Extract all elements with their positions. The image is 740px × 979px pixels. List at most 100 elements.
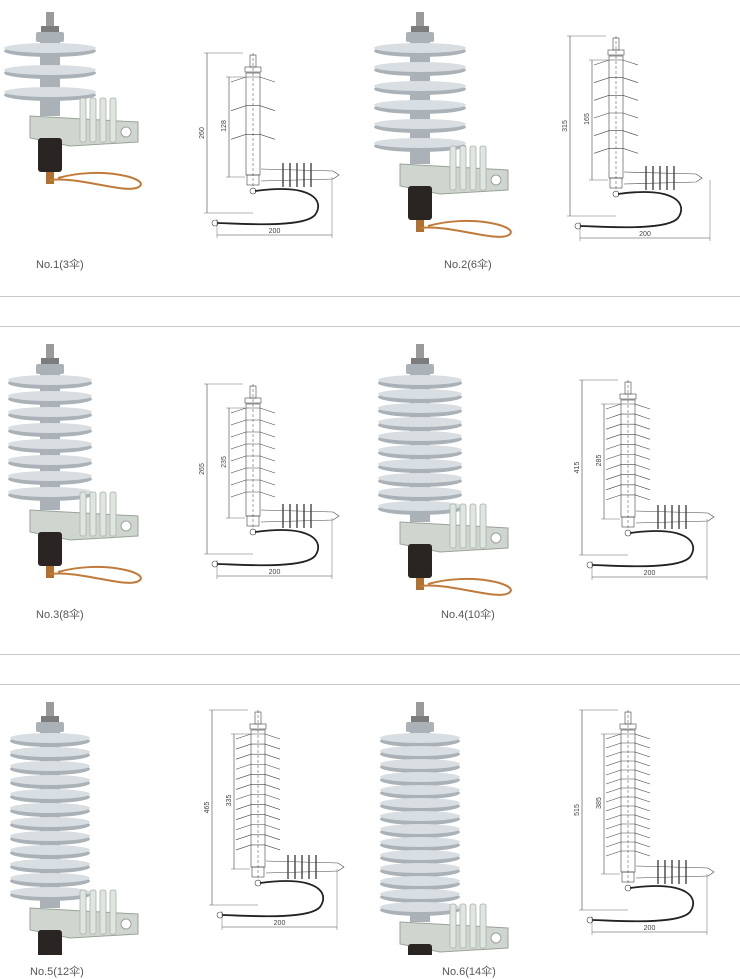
shed: [378, 431, 462, 441]
terminal-nut-outline: [249, 723, 267, 730]
terminal-nut: [411, 716, 429, 722]
shed-outline: [605, 751, 651, 758]
shed-outline: [605, 823, 651, 830]
top-cap: [406, 364, 434, 374]
shed: [378, 501, 462, 511]
shed: [380, 811, 460, 821]
shed: [8, 391, 92, 401]
base-disconnector: [408, 944, 432, 955]
ground-terminal: [46, 566, 54, 578]
product-cell: 515 385 200 No.6(14伞): [370, 690, 740, 979]
arrester-photo: [380, 702, 509, 955]
dimension-label-inner: 335: [226, 795, 233, 807]
wire-lug-outline: [574, 222, 582, 230]
shed-outline: [593, 130, 639, 136]
shed: [374, 62, 466, 72]
shed: [378, 389, 462, 399]
bracket-outline: [635, 510, 715, 524]
shed-outline: [230, 134, 276, 140]
shed-outline: [230, 419, 276, 426]
dimension-label-inner: 165: [584, 113, 591, 125]
shed-outline: [235, 733, 281, 740]
bracket-fin: [99, 889, 107, 935]
bracket-outline: [265, 860, 345, 874]
shed-outline: [235, 763, 281, 770]
shed-outline: [605, 805, 651, 812]
shed: [378, 403, 462, 413]
shed-outline: [605, 474, 651, 480]
shed-outline: [235, 824, 281, 831]
shed: [8, 407, 92, 417]
product-caption: No.6(14伞): [442, 966, 496, 978]
dimension-label-total: 465: [204, 802, 211, 814]
ground-wire-drawing: [216, 188, 320, 226]
top-cap: [406, 722, 434, 732]
product-caption: No.4(10伞): [441, 609, 495, 621]
shed: [10, 845, 90, 855]
dimension-label-inner: 235: [221, 456, 228, 468]
bracket-hole: [120, 126, 132, 138]
row-divider: [0, 296, 740, 297]
ground-wire-drawing: [591, 530, 695, 568]
dimension-label-total: 515: [574, 804, 581, 816]
shed-outline: [230, 467, 276, 474]
bracket-hole: [490, 174, 502, 186]
dimension-label-width: 200: [644, 570, 656, 577]
base-disconnector: [38, 532, 62, 566]
base-disconnector: [38, 138, 62, 172]
wire-lug-outline: [586, 916, 594, 924]
base-disconnector: [408, 544, 432, 578]
row-divider: [0, 654, 740, 655]
dimension-label-inner: 385: [596, 797, 603, 809]
bracket-fin: [99, 491, 107, 537]
product-caption: No.2(6伞): [444, 259, 492, 271]
shed-outline: [235, 743, 281, 750]
bracket-fin: [109, 97, 117, 143]
shed: [380, 902, 460, 912]
bracket-fin: [79, 491, 87, 537]
terminal-nut-outline: [619, 393, 637, 400]
shed: [380, 876, 460, 886]
row-divider: [0, 326, 740, 327]
shed: [380, 785, 460, 795]
shed-outline: [230, 479, 276, 486]
dimension-label-total: 260: [199, 127, 206, 139]
shed-outline: [235, 834, 281, 841]
bracket-hole: [120, 918, 132, 930]
top-cap: [36, 722, 64, 732]
ground-wire-drawing: [591, 885, 695, 923]
shed: [380, 889, 460, 899]
bracket-fin: [449, 503, 457, 549]
dimension-label-width: 200: [644, 925, 656, 932]
shed-outline: [605, 454, 651, 460]
shed: [10, 803, 90, 813]
shed: [10, 831, 90, 841]
shed-outline: [230, 105, 276, 111]
shed-outline: [605, 444, 651, 450]
dimension-label-width: 200: [269, 569, 281, 576]
shed: [374, 138, 466, 148]
shed: [380, 798, 460, 808]
terminal-stud: [46, 12, 54, 32]
shed: [374, 119, 466, 129]
shed-outline: [605, 796, 651, 803]
dimension-drawing: 515 385 200: [574, 709, 715, 935]
shed: [4, 43, 96, 53]
shed-outline: [605, 778, 651, 785]
base-disconnector: [408, 186, 432, 220]
ground-wire: [419, 577, 512, 596]
bracket-fin: [479, 145, 487, 191]
shed: [380, 772, 460, 782]
shed-outline: [605, 423, 651, 430]
shed: [10, 873, 90, 883]
shed: [374, 81, 466, 91]
ground-wire: [49, 171, 142, 190]
shed-outline: [605, 787, 651, 794]
shed-outline: [593, 95, 639, 101]
